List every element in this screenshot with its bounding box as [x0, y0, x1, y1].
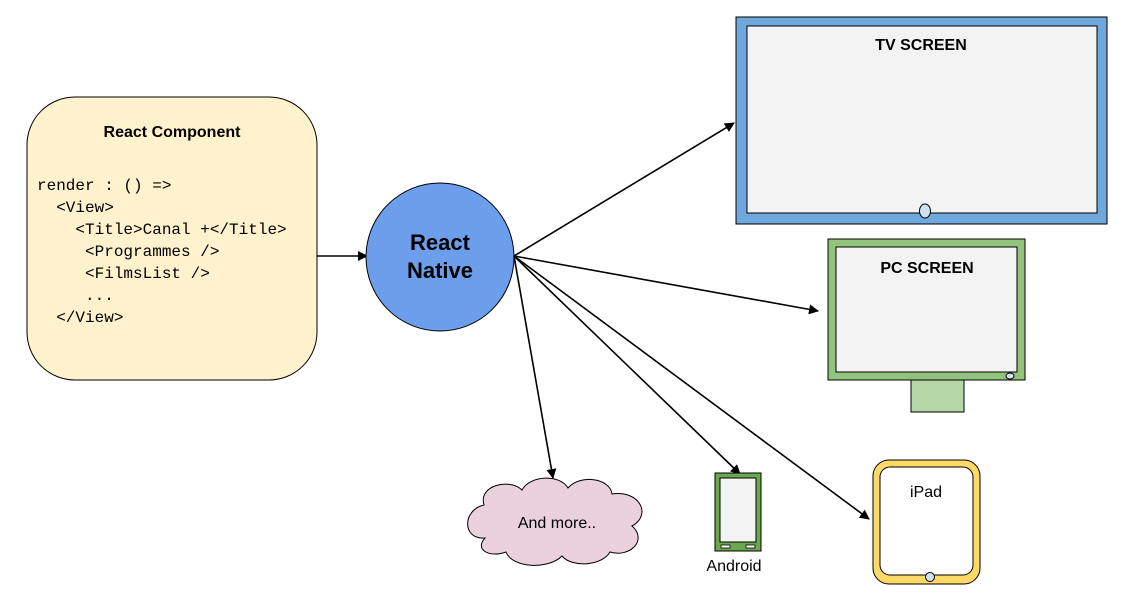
component-background	[26, 96, 318, 381]
ipad-device: iPad	[872, 459, 981, 585]
pc-screen-label: PC SCREEN	[880, 260, 973, 277]
arrow-to-more	[513, 255, 557, 479]
ipad-label: iPad	[910, 484, 942, 501]
pc-stand	[910, 378, 965, 413]
react-native-node: React Native	[365, 182, 515, 332]
android-label: Android	[706, 558, 761, 575]
pc-screen-device: PC SCREEN	[827, 238, 1026, 413]
component-title: React Component	[104, 124, 242, 141]
arrow-to-ipad	[513, 255, 870, 520]
tv-power-button-icon	[919, 203, 931, 219]
react-native-circle	[365, 182, 515, 332]
react-native-label-line1: React	[410, 230, 471, 255]
cloud-shape	[467, 477, 643, 566]
code-line: <Programmes />	[37, 243, 219, 261]
pc-power-button-icon	[1005, 372, 1015, 380]
arrow-to-pc	[513, 255, 819, 315]
more-cloud: And more..	[467, 477, 643, 566]
code-line: ...	[37, 287, 114, 305]
ipad-home-button-icon	[925, 572, 935, 582]
code-line: </View>	[37, 309, 123, 327]
tv-display	[746, 25, 1098, 214]
react-component-box: React Component render : () => <View> <T…	[26, 96, 318, 381]
tv-screen-device: TV SCREEN	[735, 16, 1108, 225]
arrow-to-tv	[513, 122, 735, 257]
code-line: <FilmsList />	[37, 265, 210, 283]
tv-screen-label: TV SCREEN	[875, 37, 967, 54]
android-display	[719, 477, 757, 543]
pc-display	[835, 246, 1018, 373]
react-native-label-line2: Native	[407, 258, 473, 283]
code-line: <View>	[37, 199, 114, 217]
android-back-button-icon	[720, 544, 731, 549]
android-menu-button-icon	[745, 544, 756, 549]
more-label: And more..	[518, 515, 596, 532]
android-device: Android	[706, 472, 762, 575]
code-line: <Title>Canal +</Title>	[37, 221, 287, 239]
arrow-to-android	[513, 255, 741, 475]
code-line: render : () =>	[37, 177, 171, 195]
